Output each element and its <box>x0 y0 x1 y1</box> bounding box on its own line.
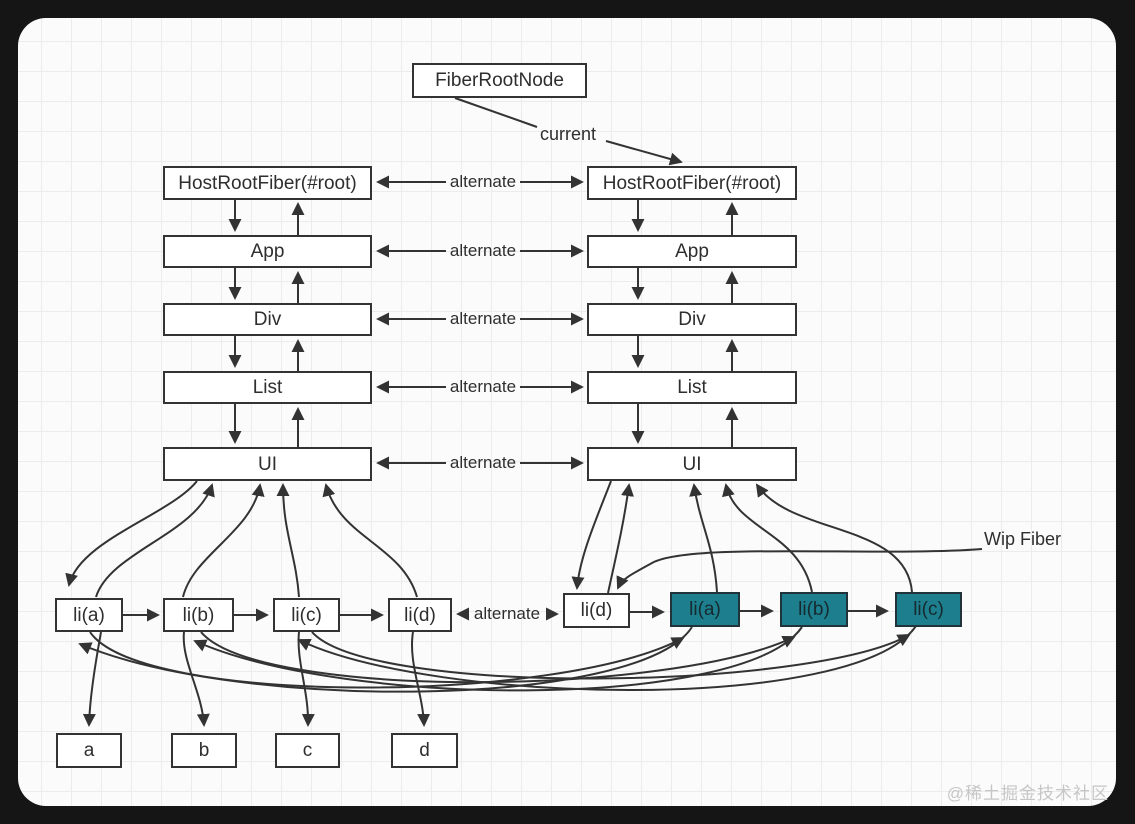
current-tree-node-list: List <box>163 371 372 404</box>
edge-alt-wipb-to-curb <box>193 626 803 692</box>
label-alternate-2: alternate <box>449 309 517 328</box>
edge-wip-lia-return <box>689 483 718 593</box>
edge-alt-cura-to-wipa <box>89 631 685 689</box>
wip-li-d: li(d) <box>563 593 630 628</box>
edge-cur-ui-child-lia <box>65 480 198 587</box>
wip-tree-node-hostrootfiber: HostRootFiber(#root) <box>587 166 797 200</box>
edge-wip-ui-child-lid <box>571 480 612 590</box>
edge-lia-to-dom-a <box>82 631 102 727</box>
label-alternate-0: alternate <box>449 172 517 191</box>
dom-node-a: a <box>56 733 122 768</box>
edge-lic-to-dom-c <box>297 631 315 727</box>
edge-alt-wipa-to-cura <box>78 626 693 693</box>
wip-tree-node-list: List <box>587 371 797 404</box>
edge-cur-lid-return <box>322 483 418 598</box>
edge-wip-lid-return <box>607 483 634 594</box>
current-tree-node-hostrootfiber: HostRootFiber(#root) <box>163 166 372 200</box>
diagram-canvas <box>18 18 1116 806</box>
current-li-c: li(c) <box>273 598 340 632</box>
edge-lib-to-dom-b <box>182 631 210 727</box>
edge-wip-lib-return <box>722 483 813 593</box>
dom-node-c: c <box>275 733 340 768</box>
watermark: @稀土掘金技术社区 <box>946 784 1109 803</box>
current-li-b: li(b) <box>163 598 234 632</box>
wip-tree-node-div: Div <box>587 303 797 336</box>
current-li-d: li(d) <box>388 598 452 632</box>
current-li-a: li(a) <box>55 598 123 632</box>
label-alternate-3: alternate <box>449 377 517 396</box>
edge-current-pointer <box>605 140 683 166</box>
wip-li-b: li(b) <box>780 592 848 627</box>
current-tree-node-ui: UI <box>163 447 372 481</box>
wip-li-a: li(a) <box>670 592 740 627</box>
edge-fiberroot-to-current-label <box>454 97 538 128</box>
edge-cur-lib-return <box>182 483 265 598</box>
label-alternate-1: alternate <box>449 241 517 260</box>
current-tree-node-app: App <box>163 235 372 268</box>
dom-node-b: b <box>171 733 237 768</box>
edge-wip-fiber-pointer <box>616 548 983 590</box>
wip-tree-node-ui: UI <box>587 447 797 481</box>
edge-alt-curc-to-wipc <box>311 631 911 680</box>
edge-wip-lic-return <box>755 483 913 593</box>
edge-lid-to-dom-d <box>411 631 431 727</box>
wip-tree-node-app: App <box>587 235 797 268</box>
label-alternate-4: alternate <box>449 453 517 472</box>
label-current: current <box>540 124 597 144</box>
label-wip-fiber: Wip Fiber <box>984 529 1062 549</box>
wip-li-c: li(c) <box>895 592 962 627</box>
edge-cur-lia-return <box>95 483 215 598</box>
dom-node-d: d <box>391 733 458 768</box>
edge-alt-wipc-to-curc <box>297 625 917 691</box>
label-alternate-li: alternate <box>473 604 541 623</box>
edge-cur-lic-return <box>276 483 300 598</box>
node-fiberrootnode: FiberRootNode <box>412 63 587 98</box>
current-tree-node-div: Div <box>163 303 372 336</box>
